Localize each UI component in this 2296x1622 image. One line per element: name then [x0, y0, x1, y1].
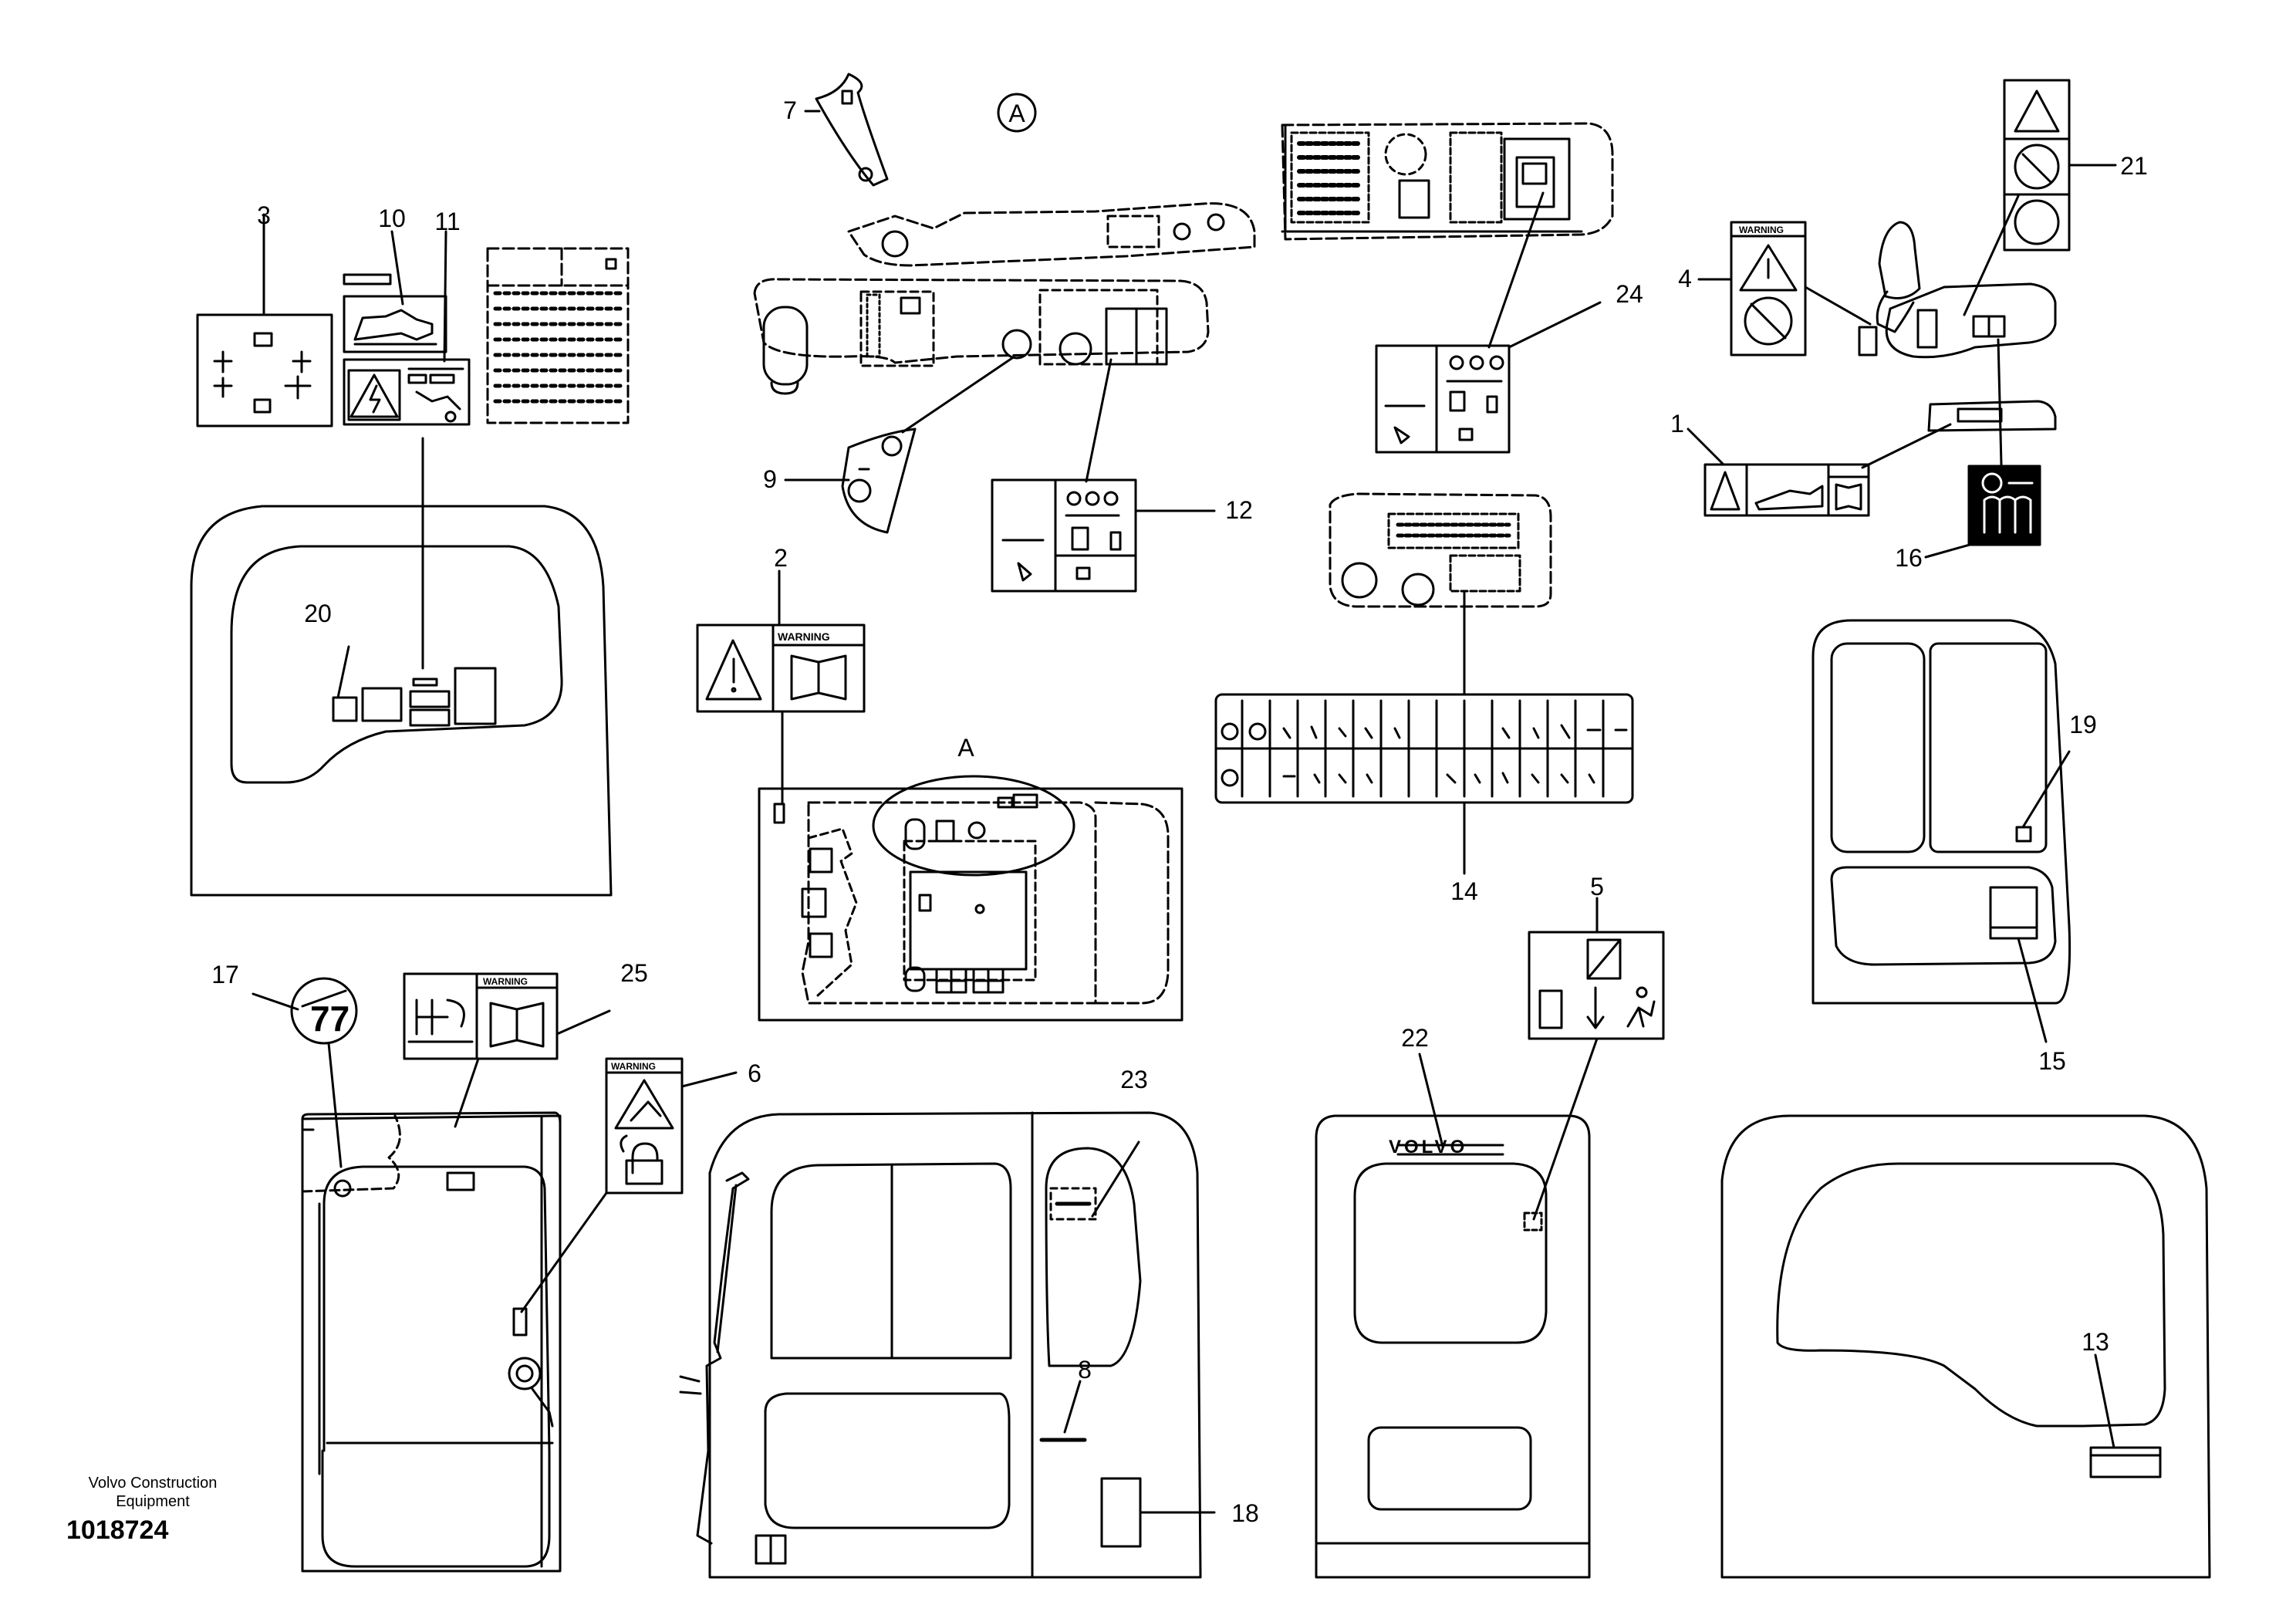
display-panel: [1329, 492, 1552, 608]
credit-line-1: Volvo Construction: [88, 1475, 218, 1492]
detail-label-a: A: [957, 734, 974, 762]
warning-text-4: WARNING: [1739, 225, 1784, 235]
leader-5b: [1532, 1037, 1599, 1221]
leader-6: [680, 1071, 738, 1088]
leader-17: [252, 992, 299, 1011]
warning-text-25: WARNING: [483, 976, 528, 987]
leader-11: [443, 230, 447, 363]
callout-19: 19: [2069, 711, 2097, 738]
callout-24: 24: [1616, 280, 1643, 308]
right-console-top: [847, 202, 1256, 267]
leader-6b: [520, 1191, 608, 1313]
callout-3: 3: [257, 201, 271, 229]
cab-rear-window: [190, 505, 613, 897]
leader-25: [555, 1009, 611, 1036]
leader-24: [1487, 191, 1545, 349]
callout-18: 18: [1231, 1499, 1259, 1527]
leader-19: [2021, 750, 2071, 829]
callout-9: 9: [763, 465, 777, 493]
monitor-panel: [1281, 122, 1614, 241]
svg-text:77: 77: [310, 999, 349, 1039]
cab-floor-plan: [758, 775, 1183, 1022]
callout-12: 12: [1225, 496, 1253, 524]
callout-25: 25: [620, 959, 648, 987]
leader-13: [2094, 1353, 2115, 1449]
callout-16: 16: [1895, 544, 1923, 572]
callout-14: 14: [1450, 877, 1478, 905]
decal-12: [991, 478, 1137, 593]
callout-5: 5: [1590, 873, 1604, 901]
right-console-side: [753, 278, 1210, 395]
warning-decal-6: [605, 1057, 684, 1195]
leader-17b: [327, 1042, 343, 1168]
decal-16: [1967, 465, 2041, 546]
callout-15: 15: [2038, 1047, 2066, 1075]
decal-sheet-11: [486, 247, 630, 424]
joystick: [1858, 221, 2057, 359]
warning-decal-4: [1730, 221, 1807, 357]
callout-11: 11: [434, 208, 460, 235]
callout-13: 13: [2082, 1328, 2109, 1356]
cab-door-left: [301, 1111, 562, 1573]
decal-24: [1375, 344, 1511, 454]
leader-24b: [1508, 301, 1602, 349]
leader-1: [1687, 427, 1725, 466]
warning-text-2: WARNING: [778, 630, 830, 643]
callout-1: 1: [1670, 410, 1684, 438]
callout-22: 22: [1401, 1024, 1429, 1052]
decal-1: [1703, 463, 1870, 517]
leader-25b: [454, 1057, 480, 1128]
cab-side-door-upper: [1811, 619, 2071, 1005]
callout-10: 10: [378, 204, 406, 232]
leader-9: [901, 357, 1014, 434]
callout-21: 21: [2120, 152, 2148, 180]
leader-21b: [1963, 194, 2020, 316]
switch-decal-9: [841, 427, 917, 534]
warning-decal-2: [696, 623, 866, 713]
leader-15: [2017, 937, 2048, 1043]
publisher-credit: Volvo Construction Equipment: [68, 1474, 238, 1511]
callout-20: 20: [304, 600, 332, 627]
brand-logo: VOLVO: [1389, 1137, 1467, 1157]
leader-4b: [1804, 286, 1872, 326]
warning-decal-25: [403, 972, 559, 1060]
decal-21: [2003, 79, 2071, 252]
callout-8: 8: [1078, 1356, 1092, 1384]
callout-2: 2: [774, 544, 788, 572]
credit-line-2: Equipment: [116, 1493, 190, 1510]
leader-1b: [1861, 423, 1952, 469]
callout-6: 6: [748, 1059, 761, 1087]
leader-10: [390, 230, 404, 306]
leader-23: [1091, 1140, 1140, 1218]
sign-17: 77: [290, 977, 358, 1045]
decal-group-3-10-11: [196, 273, 471, 427]
leader-8: [1063, 1380, 1082, 1434]
callout-23: 23: [1120, 1066, 1148, 1093]
cab-side-view: [679, 1111, 1202, 1579]
switch-decal-7: [804, 73, 889, 187]
leader-16b: [1924, 542, 1977, 559]
warning-decal-5: [1528, 931, 1665, 1040]
leader-22: [1418, 1053, 1444, 1148]
callout-17: 17: [211, 961, 239, 988]
cab-rear-door: [1315, 1114, 1591, 1579]
decal-14-indicator-strip: [1214, 693, 1634, 804]
armrest: [1927, 400, 2057, 432]
leader-12: [1085, 358, 1113, 483]
view-circle-a: [997, 93, 1037, 133]
view-label-a: A: [1008, 100, 1025, 127]
warning-text-6: WARNING: [611, 1061, 656, 1072]
cab-side-right: [1720, 1114, 2211, 1579]
callout-7: 7: [783, 96, 797, 124]
callout-4: 4: [1678, 265, 1692, 292]
document-number: 1018724: [66, 1516, 169, 1545]
